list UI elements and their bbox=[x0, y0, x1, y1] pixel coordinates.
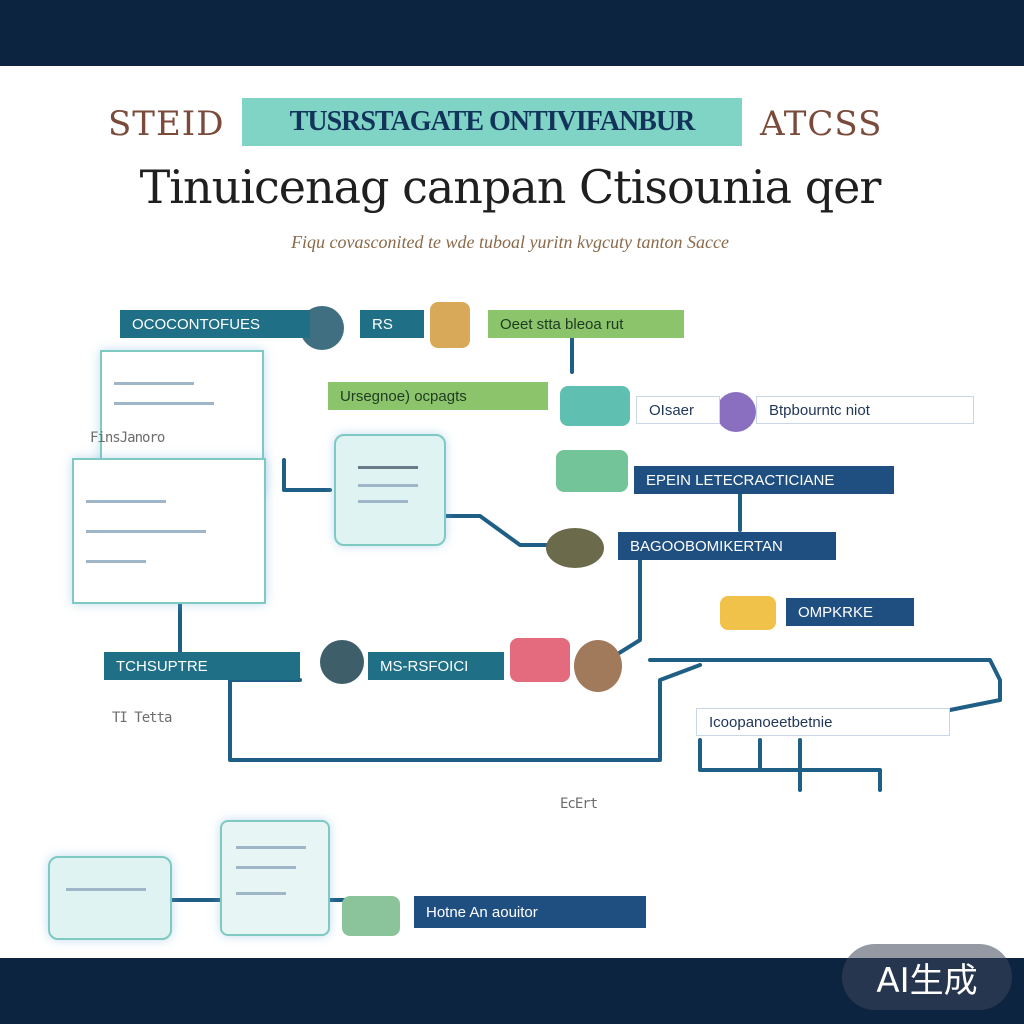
node-label-1: OCOCONTOFUES bbox=[120, 310, 310, 338]
headset-icon bbox=[546, 528, 604, 568]
node-label-8: BAGOOBOMIKERTAN bbox=[618, 532, 836, 560]
node-label-2: RS bbox=[360, 310, 424, 338]
node-label-11: MS-RSFOICI bbox=[368, 652, 504, 680]
scribble-note-2: TI Tetta bbox=[112, 710, 172, 726]
node-label-5: OIsaer bbox=[636, 396, 720, 424]
document-card-front bbox=[72, 458, 266, 604]
node-label-12: Icoopanoeetbetnie bbox=[696, 708, 950, 736]
right-tag: ATCSS bbox=[760, 104, 883, 144]
ai-generated-badge: AI生成 bbox=[842, 944, 1012, 1010]
monitor-icon bbox=[48, 856, 172, 940]
ticket-icon bbox=[510, 638, 570, 682]
node-label-13: Hotne An aouitor bbox=[414, 896, 646, 928]
form-icon bbox=[220, 820, 330, 936]
top-band bbox=[0, 0, 1024, 66]
node-label-10: TCHSUPTRE bbox=[104, 652, 300, 680]
chat-icon bbox=[560, 386, 630, 426]
node-label-7: EPEIN LETECRACTICIANE bbox=[634, 466, 894, 494]
page-subtitle: Fiqu covasconited te wde tuboal yuritn k… bbox=[291, 232, 729, 252]
person-icon bbox=[430, 302, 470, 348]
page-title: Tinuicenag canpan Ctisounia qer bbox=[139, 160, 882, 214]
left-tag: STEID bbox=[108, 104, 225, 144]
agent-icon bbox=[574, 640, 622, 692]
message-icon bbox=[556, 450, 628, 492]
node-label-4: Ursegnoe) ocpagts bbox=[328, 382, 548, 410]
scribble-note-1: FinsJanoro bbox=[90, 430, 165, 446]
avatar-icon bbox=[716, 392, 756, 432]
scribble-note-3: EcErt bbox=[560, 796, 598, 812]
report-icon bbox=[334, 434, 446, 546]
node-label-3: Oeet stta bleoa rut bbox=[488, 310, 684, 338]
stack-icon bbox=[342, 896, 400, 936]
node-label-6: Btpbourntc niot bbox=[756, 396, 974, 424]
node-label-9: OMPKRKE bbox=[786, 598, 914, 626]
star-icon bbox=[320, 640, 364, 684]
center-banner: TUSRSTAGATE ONTIVIFANBUR bbox=[242, 98, 742, 146]
chip-icon bbox=[720, 596, 776, 630]
